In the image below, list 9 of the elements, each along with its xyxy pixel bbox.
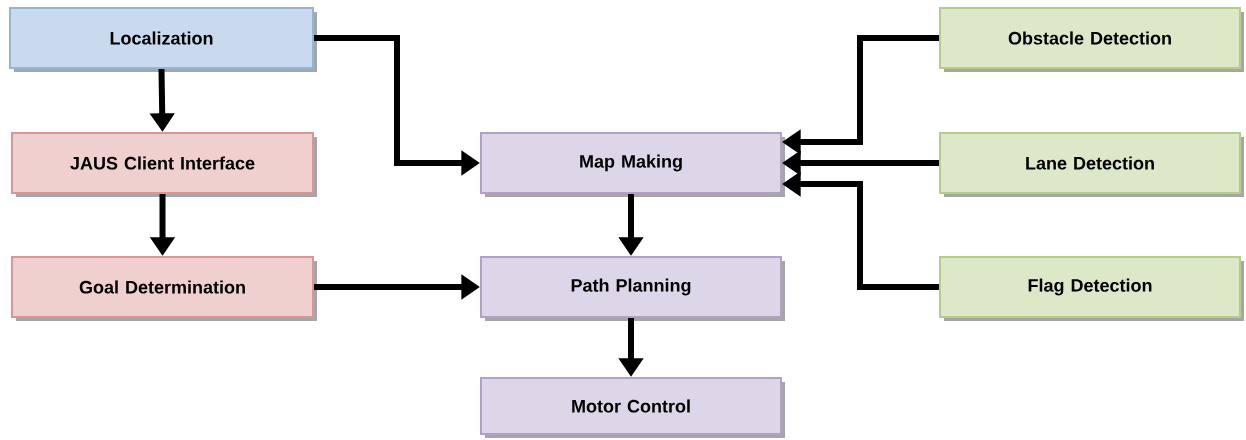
process-box: Path Planning [480, 256, 785, 321]
process-box: Lane Detection [939, 132, 1244, 197]
process-box: JAUS Client Interface [11, 132, 317, 197]
process-box: Obstacle Detection [939, 7, 1244, 72]
process-box: Flag Detection [939, 256, 1244, 321]
process-box: Localization [9, 7, 317, 72]
process-box: Goal Determination [11, 256, 317, 321]
process-box: Map Making [480, 132, 785, 197]
process-box: Motor Control [480, 377, 785, 438]
